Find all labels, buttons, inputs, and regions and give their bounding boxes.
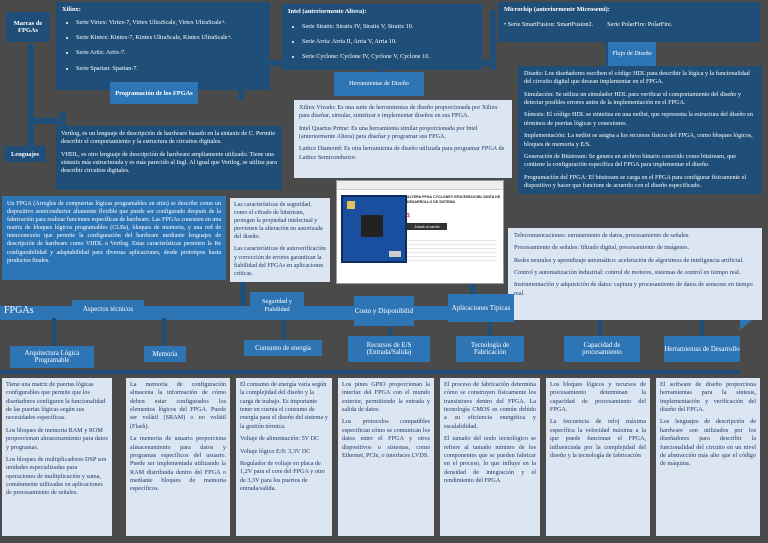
list-item: Serie Kintex: Kintex-7, Kintex UltraScal…: [76, 34, 264, 42]
aspectos-node: Aspectos técnicos: [72, 300, 144, 318]
microchip-panel: Microchip (anteriormente Microsemi): • S…: [498, 2, 760, 42]
fpga-definition: Un FPGA (Arreglos de compuertas lógicas …: [2, 196, 226, 280]
connector: [282, 318, 286, 342]
paragraph: El software de diseño proporciona herram…: [660, 381, 756, 414]
flujo-node: Flujo de Diseño: [608, 42, 656, 66]
paragraph: Los pines GPIO proporcionan la interfaz …: [342, 381, 430, 414]
paragraph: Voltaje lógico E/S: 3,3V DC: [240, 447, 311, 455]
paragraph: Los bloques de memoria RAM y ROM proporc…: [6, 426, 108, 451]
paragraph: El tamaño del nodo tecnológico se refier…: [444, 435, 536, 484]
list-item: • Serie SmartFusion: SmartFusion2.: [504, 20, 594, 28]
product-image: ALTERA FPGA CYCLONE® EP4CE6E22C8N JUNTA …: [336, 180, 504, 284]
paragraph: Programación del FPGA: El bitstream se c…: [524, 173, 747, 189]
paragraph: Los protocolos compatibles especifican c…: [342, 418, 430, 459]
paragraph: Las características de autoverificación …: [234, 246, 326, 277]
flujo-text: Diseño: Los diseñadores escriben el códi…: [518, 66, 762, 194]
product-price: $: [407, 213, 410, 219]
connector: [700, 318, 704, 338]
aplicaciones-text: Telecomunicaciones: enrutamiento de dato…: [508, 228, 762, 320]
paragraph: Diseño: Los diseñadores escriben el códi…: [524, 70, 750, 86]
paragraph: El consumo de energía varía según la com…: [240, 381, 328, 430]
paragraph: Generación de Bitstream: Se genera un ar…: [524, 152, 737, 169]
paragraph: Regulador de voltaje en placa de 1,2V pa…: [240, 459, 325, 492]
paragraph: Los bloques lógicos y recursos de proces…: [550, 381, 646, 414]
seguridad-node: Seguridad y Fiabilidad: [250, 292, 304, 320]
memoria-node: Memoria: [144, 346, 186, 362]
paragraph: Simulación: Se utiliza un simulador HDL …: [524, 90, 741, 107]
product-title: ALTERA FPGA CYCLONE® EP4CE6E22C8N JUNTA …: [407, 195, 501, 204]
xilinx-panel: Xilinx: Serie Virtex: Virtex-7, Virtex U…: [56, 2, 270, 90]
consumo-text: El consumo de energía varía según la com…: [236, 378, 332, 536]
lenguajes-node: Lenguajes: [4, 146, 46, 162]
paragraph: Xilinx Vivado: Es una suite de herramien…: [299, 104, 498, 120]
paragraph: Los lenguajes de descripción de hardware…: [660, 418, 756, 468]
consumo-node: Consumo de energía: [244, 340, 322, 356]
list-item: Serie PolarFire: PolarFire.: [607, 20, 673, 28]
connector: [490, 10, 496, 70]
connector: [488, 318, 492, 338]
capacidad-text: Los bloques lógicos y recursos de proces…: [546, 378, 650, 536]
herramientas-text: Xilinx Vivado: Es una suite de herramien…: [294, 100, 512, 178]
intel-panel: Intel (anteriormente Altera): Serie Stra…: [282, 4, 482, 70]
costo-node: Costo y Disponibilid: [354, 296, 414, 326]
lenguajes-text: Verilog, es un lenguaje de descripción d…: [56, 126, 282, 190]
intel-title: Intel (anteriormente Altera):: [288, 8, 367, 15]
paragraph: Voltaje de alimentación: 5V DC: [240, 435, 320, 443]
connector: [28, 118, 60, 124]
connector: [598, 318, 602, 338]
connector: [388, 318, 392, 338]
paragraph: La memoria de usuario proporciona almace…: [130, 435, 226, 493]
microchip-title: Microchip (anteriormente Microsemi):: [504, 6, 610, 13]
paragraph: Las características de seguridad, como e…: [234, 202, 323, 241]
paragraph: Procesamiento de señales: filtrado digit…: [514, 244, 690, 252]
tecnologia-node: Tecnología de Fabricación: [456, 336, 524, 362]
list-item: Serie Arria: Arria II, Arria V, Arria 10…: [302, 38, 476, 46]
recursos-node: Recursos de E/S (Entrada/Salida): [348, 336, 430, 362]
arquitectura-text: Tiene una matriz de puertas lógicas conf…: [2, 378, 112, 536]
list-item: Serie Cyclone: Cyclone IV, Cyclone V, Cy…: [302, 53, 476, 61]
list-item: Serie Artix: Artix-7.: [76, 49, 264, 57]
capacidad-node: Capacidad de procesamiento: [564, 336, 640, 362]
herramientas-node: Herramientas de Diseño: [334, 72, 424, 96]
connector: [162, 318, 166, 348]
seguridad-text: Las características de seguridad, como e…: [230, 198, 330, 282]
memoria-text: La memoria de configuración almacena la …: [126, 378, 230, 536]
paragraph: Redes neurales y aprendizaje automático:…: [514, 256, 744, 264]
paragraph: Telecomunicaciones: enrutamiento de dato…: [514, 232, 690, 239]
programacion-node: Programación de los FPGAs: [110, 82, 198, 104]
connector: [240, 280, 246, 310]
connector: [0, 370, 740, 374]
marcas-node: Marcas de FPGAs: [6, 12, 50, 42]
paragraph: La memoria de configuración almacena la …: [130, 381, 226, 430]
paragraph: VHDL, es otro lenguaje de descripción de…: [61, 150, 277, 175]
connector: [28, 44, 34, 154]
aplicaciones-node: Aplicaciones Típicas: [448, 294, 514, 322]
recursos-text: Los pines GPIO proporcionan la interfaz …: [338, 378, 434, 536]
paragraph: Los bloques de multiplicadores DSP son u…: [6, 455, 107, 497]
paragraph: Verilog, es un lenguaje de descripción d…: [61, 130, 276, 146]
list-item: Serie Spartan: Spartan-7.: [76, 65, 264, 73]
paragraph: Control y automatización industrial: con…: [514, 269, 741, 277]
xilinx-title: Xilinx:: [62, 6, 81, 13]
add-to-cart-button[interactable]: Añadir al carrito: [407, 223, 447, 230]
paragraph: Lattice Diamond: Es otra herramienta de …: [299, 145, 505, 161]
fpgas-title: FPGAs: [4, 304, 34, 316]
paragraph: Implementación: La netlist se asigna a l…: [524, 132, 753, 148]
paragraph: Instrumentación y adquisición de datos: …: [514, 281, 753, 297]
tecnologia-text: El proceso de fabricación determina cómo…: [440, 378, 540, 536]
paragraph: Síntesis: El código HDL se sintetiza en …: [524, 111, 753, 127]
herrdes-text: El software de diseño proporciona herram…: [656, 378, 760, 536]
connector: [52, 318, 56, 348]
paragraph: El proceso de fabricación determina cómo…: [444, 381, 536, 430]
paragraph: Intel Quartus Prime: Es una herramienta …: [299, 124, 478, 141]
list-item: Serie Virtex: Virtex-7, Virtex UltraScal…: [76, 19, 264, 27]
paragraph: La frecuencia de reloj máxima específica…: [550, 418, 646, 459]
list-item: Serie Stratix: Stratix IV, Stratix V, St…: [302, 23, 476, 31]
arquitectura-node: Arquitectura Lógica Programable: [10, 346, 94, 368]
paragraph: Tiene una matriz de puertas lógicas conf…: [6, 381, 106, 422]
herrdes-node: Herramientas de Desarrollo: [664, 336, 740, 362]
